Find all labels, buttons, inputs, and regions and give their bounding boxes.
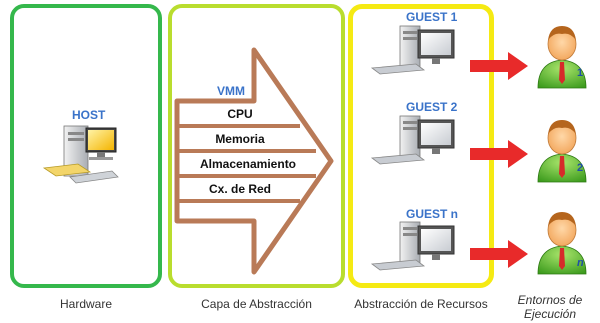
red-arrow-n-icon [470,240,528,268]
layer-almacenamiento: Almacenamiento [199,157,297,171]
host-label: HOST [72,108,106,122]
vmm-label: VMM [217,84,245,98]
hardware-panel [10,4,162,288]
user-2-number: 2 [577,162,583,174]
user-1-number: 1 [577,67,583,79]
abstraction-layer-panel [168,4,345,288]
caption-resources: Abstracción de Recursos [354,297,488,311]
red-arrow-2-icon [470,140,528,168]
guest-2-label: GUEST 2 [406,100,458,114]
guest-2-computer-icon [370,115,455,165]
guest-n-computer-icon [370,221,455,271]
user-2-icon [537,120,587,183]
resources-panel [348,4,494,288]
user-n-icon [537,212,587,275]
guest-1-computer-icon [370,25,455,75]
caption-environments-2: Ejecución [523,307,577,321]
red-arrow-1-icon [470,52,528,80]
caption-environments-1: Entornos de [517,293,583,307]
abstraction-arrow-icon [174,47,334,275]
user-n-number: n [577,257,584,269]
layer-red: Cx. de Red [208,182,271,196]
caption-hardware: Hardware [59,297,113,311]
caption-abstraction: Capa de Abstracción [201,297,312,311]
host-computer-icon [42,125,119,184]
user-1-icon [537,26,587,89]
layer-memoria: Memoria [215,132,265,146]
guest-1-label: GUEST 1 [406,10,458,24]
layer-cpu: CPU [227,107,253,121]
guest-n-label: GUEST n [406,207,459,221]
